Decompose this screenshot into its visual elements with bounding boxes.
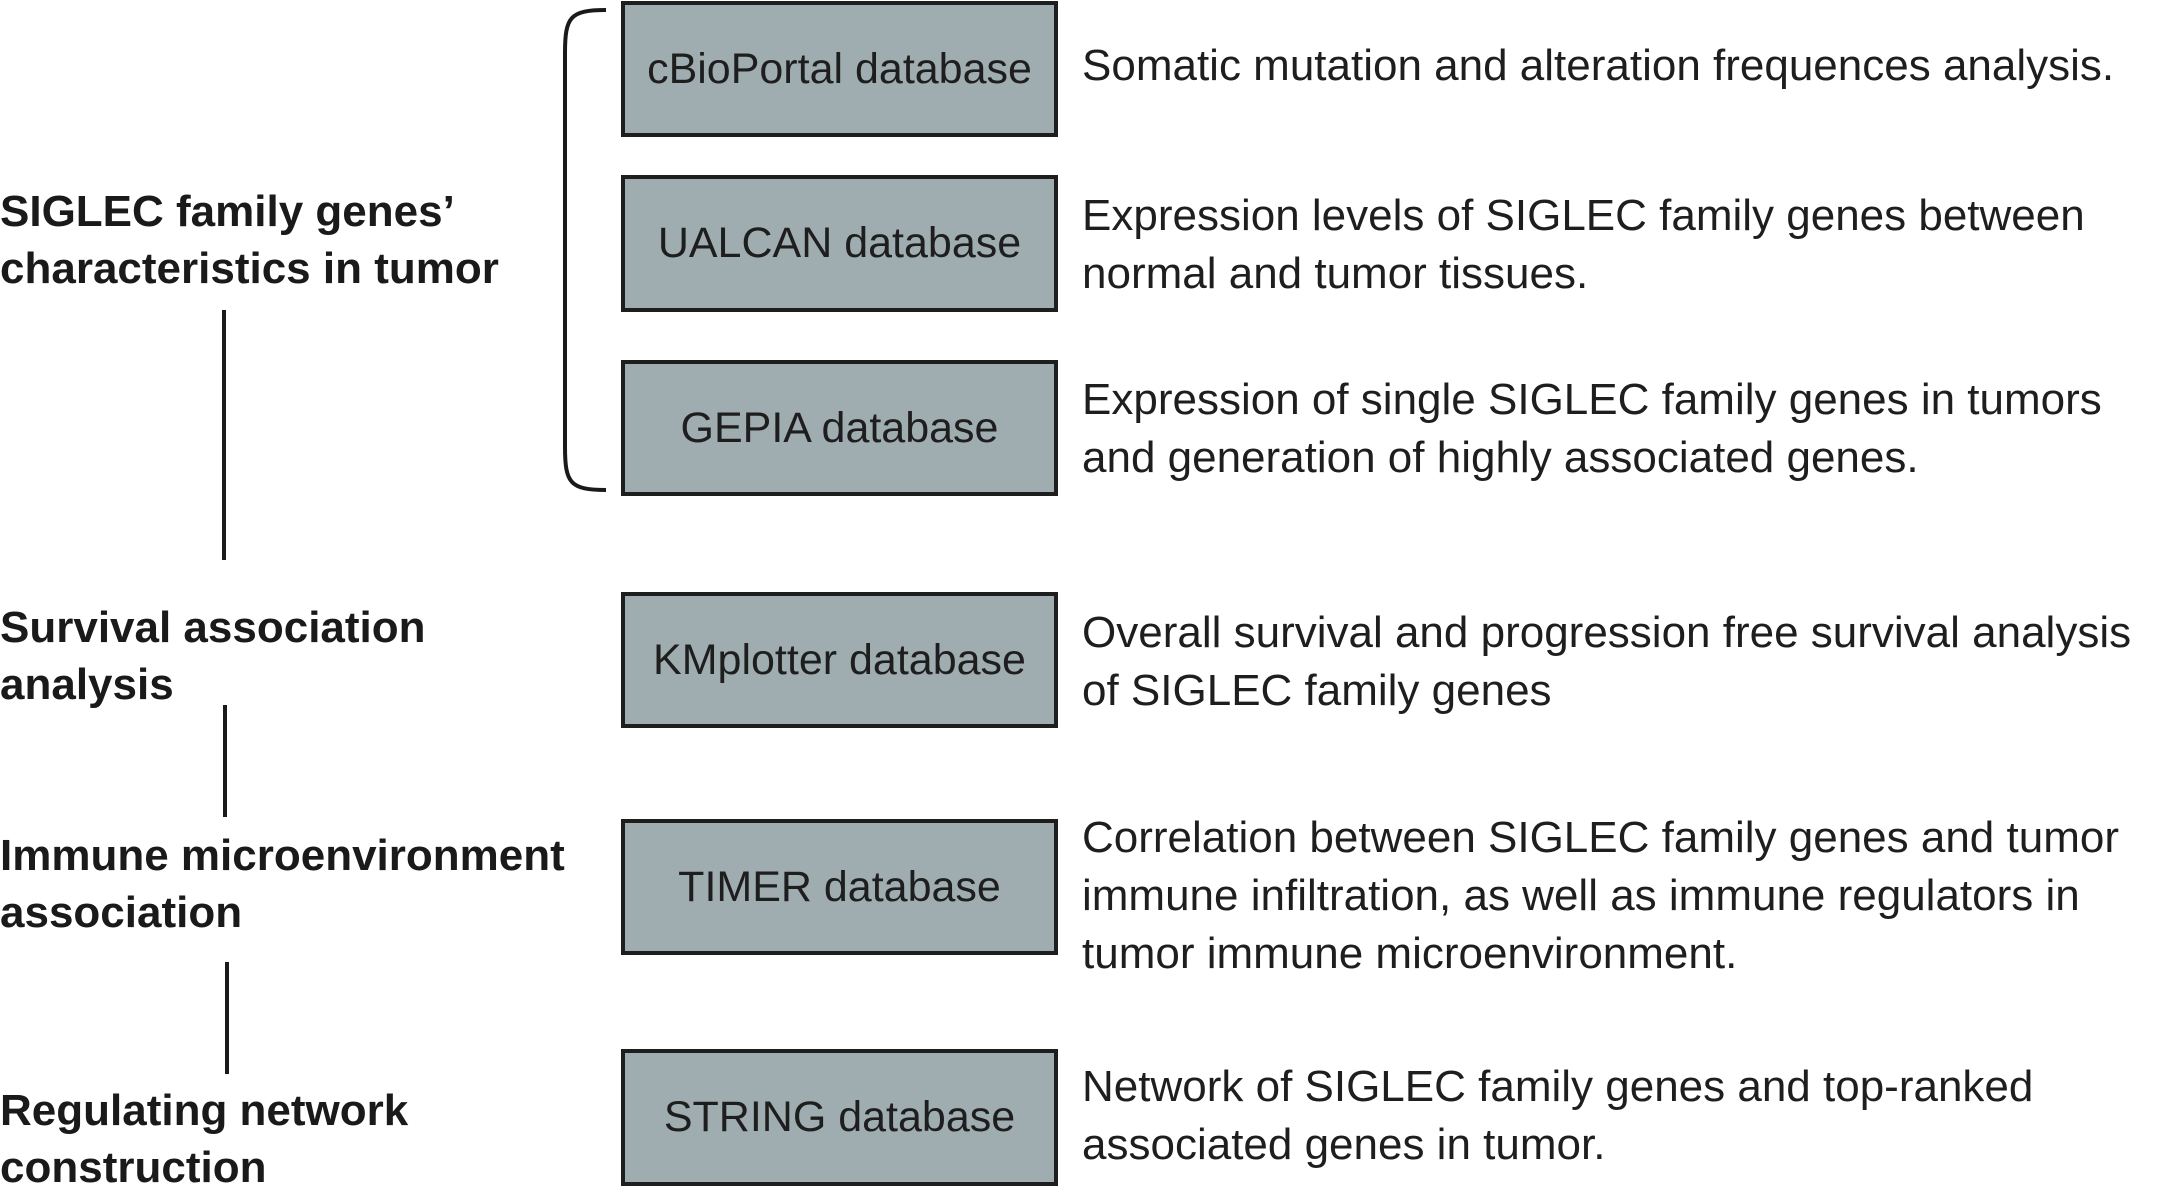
group-bracket bbox=[563, 8, 607, 492]
db-box-string: STRING database bbox=[621, 1049, 1058, 1186]
description-gepia: Expression of single SIGLEC family genes… bbox=[1082, 371, 2102, 487]
step-network-label: Regulating network construction bbox=[0, 1082, 408, 1196]
step-characteristics-line-2: characteristics in tumor bbox=[0, 244, 499, 293]
description-line: immune infiltration, as well as immune r… bbox=[1082, 871, 2080, 920]
step-connector bbox=[223, 705, 227, 817]
db-box-timer: TIMER database bbox=[621, 819, 1058, 955]
description-line: of SIGLEC family genes bbox=[1082, 666, 1552, 715]
description-line: Somatic mutation and alteration frequenc… bbox=[1082, 41, 2115, 90]
step-survival-line-1: Survival association bbox=[0, 603, 426, 652]
db-box-ualcan: UALCAN database bbox=[621, 175, 1058, 312]
description-line: associated genes in tumor. bbox=[1082, 1120, 1606, 1169]
db-box-gepia: GEPIA database bbox=[621, 360, 1058, 496]
step-characteristics-line-1: SIGLEC family genes’ bbox=[0, 187, 455, 236]
db-box-cbioportal: cBioPortal database bbox=[621, 1, 1058, 137]
description-kmplotter: Overall survival and progression free su… bbox=[1082, 604, 2131, 720]
step-connector bbox=[222, 310, 226, 560]
description-cbioportal: Somatic mutation and alteration frequenc… bbox=[1082, 37, 2114, 95]
step-characteristics-label: SIGLEC family genes’ characteristics in … bbox=[0, 183, 499, 297]
step-network-line-1: Regulating network bbox=[0, 1086, 409, 1135]
step-survival-line-2: analysis bbox=[0, 660, 174, 709]
description-string: Network of SIGLEC family genes and top-r… bbox=[1082, 1058, 2033, 1174]
description-line: Correlation between SIGLEC family genes … bbox=[1082, 813, 2119, 862]
description-line: and generation of highly associated gene… bbox=[1082, 433, 1919, 482]
step-immune-line-2: association bbox=[0, 888, 243, 937]
step-network-line-2: construction bbox=[0, 1143, 267, 1192]
description-line: Expression of single SIGLEC family genes… bbox=[1082, 375, 2102, 424]
description-line: normal and tumor tissues. bbox=[1082, 249, 1589, 298]
db-box-kmplotter: KMplotter database bbox=[621, 592, 1058, 728]
step-immune-label: Immune microenvironment association bbox=[0, 827, 565, 941]
step-connector bbox=[225, 962, 229, 1074]
description-line: tumor immune microenvironment. bbox=[1082, 929, 1738, 978]
description-timer: Correlation between SIGLEC family genes … bbox=[1082, 809, 2119, 983]
description-ualcan: Expression levels of SIGLEC family genes… bbox=[1082, 187, 2085, 303]
description-line: Overall survival and progression free su… bbox=[1082, 608, 2132, 657]
description-line: Expression levels of SIGLEC family genes… bbox=[1082, 191, 2085, 240]
step-immune-line-1: Immune microenvironment bbox=[0, 831, 565, 880]
step-survival-label: Survival association analysis bbox=[0, 599, 426, 713]
description-line: Network of SIGLEC family genes and top-r… bbox=[1082, 1062, 2034, 1111]
